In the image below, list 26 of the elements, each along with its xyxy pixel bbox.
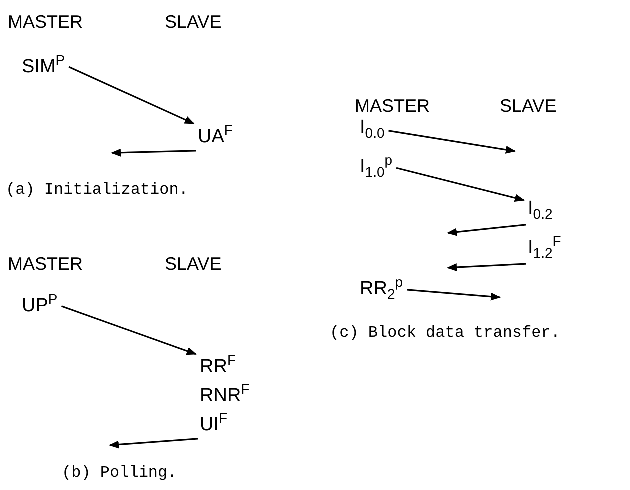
caption: (b) Polling. [62,464,178,482]
caption: (c) Block data transfer. [330,324,560,342]
frame-label: UA$^{F}$ [198,122,233,149]
arrow [447,263,526,272]
arrow [61,306,197,356]
frame-label: UI$^{F}$ [200,410,228,437]
column-heading: SLAVE [165,12,222,34]
arrow [396,167,525,202]
frame-label: RNR$^{F}$ [200,381,250,408]
frame-label: I$_{0.0}$ [360,117,385,142]
frame-label: UP$^{P}$ [22,291,58,319]
arrow [406,289,501,301]
arrow [68,66,195,125]
column-heading: MASTER [8,254,84,276]
caption: (a) Initialization. [6,180,188,199]
arrow [388,130,516,154]
arrow [447,224,526,236]
frame-label: SIM$^{P}$ [22,52,66,80]
arrow [111,148,196,157]
frame-label: RR$^{F}$ [200,352,236,380]
column-heading: SLAVE [165,254,222,276]
column-heading: MASTER [8,12,84,34]
frame-label: I$_{0.2}$ [528,198,553,223]
arrow [109,438,198,449]
column-heading: MASTER [355,96,430,117]
column-heading: SLAVE [500,96,557,117]
